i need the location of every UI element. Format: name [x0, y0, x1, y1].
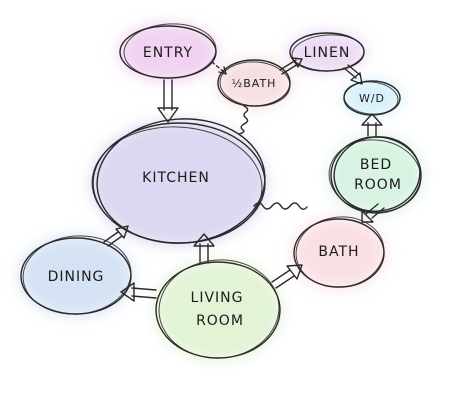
bedroom-outline — [328, 136, 422, 214]
connector-linen-wd — [343, 64, 363, 85]
living-fill — [154, 260, 282, 360]
linen-fill — [287, 31, 367, 73]
room-labels: ENTRY ½BATH LINEN W/D KITCHEN BED ROOM B… — [48, 45, 402, 329]
half-bath-label: ½BATH — [232, 77, 277, 90]
linen-label: LINEN — [304, 45, 351, 61]
bath-outline — [293, 216, 385, 288]
dining-fill — [19, 236, 133, 316]
bedroom-label-line1: BED — [360, 157, 392, 173]
room-fills — [19, 23, 423, 360]
kitchen-fill — [91, 120, 267, 246]
kitchen-label: KITCHEN — [142, 170, 210, 186]
connector-living-dining — [120, 282, 157, 302]
living-label-line2: ROOM — [196, 313, 244, 329]
connections — [103, 57, 385, 302]
entry-label: ENTRY — [143, 45, 193, 61]
living-label-line1: LIVING — [191, 290, 244, 306]
connector-entry-kitchen — [157, 79, 179, 123]
connector-bedroom-bath — [361, 203, 385, 223]
dining-label: DINING — [48, 269, 105, 285]
connector-entry-halfbath — [211, 61, 227, 75]
dining-outline — [20, 235, 132, 315]
connector-kitchen-bath — [253, 202, 308, 210]
connector-living-bath — [271, 264, 303, 289]
wd-fill — [342, 79, 402, 117]
bedroom-label-line2: ROOM — [354, 177, 402, 193]
half-bath-fill — [216, 58, 292, 108]
connector-living-kitchen — [193, 233, 215, 263]
connector-halfbath-kitchen — [238, 105, 249, 135]
entry-fill — [118, 23, 218, 81]
connector-bedroom-wd — [361, 113, 383, 137]
wd-label: W/D — [359, 92, 385, 105]
kitchen-outline — [91, 118, 266, 244]
entry-outline — [119, 23, 217, 79]
room-outlines — [20, 23, 422, 359]
connector-dining-kitchen — [103, 225, 129, 247]
bath-fill — [292, 217, 386, 289]
bath-label: BATH — [318, 244, 359, 260]
half-bath-outline — [217, 59, 291, 107]
bedroom-fill — [329, 135, 423, 215]
connector-halfbath-linen — [279, 57, 303, 75]
living-outline — [155, 259, 281, 359]
linen-outline — [289, 32, 365, 72]
